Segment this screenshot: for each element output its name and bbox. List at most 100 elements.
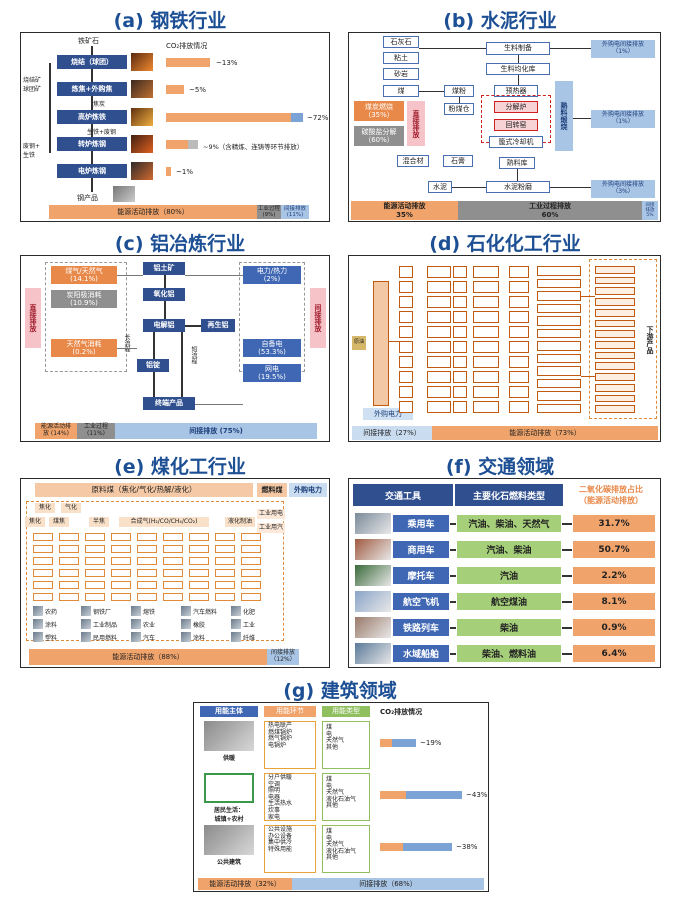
steel-stage-bof: 转炉炼钢 [57,137,127,151]
coal-process-box [137,593,157,601]
cement-step-3: 预热器 [494,85,538,97]
petro-process-box [427,386,451,398]
cement-step-2: 生料均化库 [486,63,550,75]
cement-fuel-label: 煤炭燃烧 （35%） [354,101,404,121]
petro-process-box [509,356,529,368]
alu-left-1: 煤气/天然气 (14.1%) [51,266,117,284]
cement-direct: 直接排放 [407,101,425,146]
petro-process-box [399,266,413,278]
petro-connector [581,376,595,377]
coal-product-photo [181,619,191,629]
petro-process-box [595,298,635,306]
building-table: 供暖热电联产 燃煤锅炉 燃气锅炉 电锅炉煤 电 天然气 其他~19%居民生活： … [194,703,488,891]
transport-vehicle: 摩托车 [393,567,449,584]
cement-buy-power-2: 外购电间接排放 （1%） [591,110,655,128]
coal-row1-5: 合成气(H₂/CO/CH₄/CO₂) [119,517,209,527]
petro-process-box [473,311,499,323]
steel-co2-title: CO₂排放情况 [166,42,208,50]
coal-product-photo [231,632,241,642]
coal-process-box [33,557,53,565]
coal-process-box [163,569,183,577]
building-subject: 供暖 [222,755,235,762]
transport-photo [355,565,391,586]
building-pct: ~19% [420,739,442,747]
alu-left-2: 炭阳极消耗 (10.9%) [51,290,117,308]
steel-bar-2 [166,85,184,94]
alu-flow-ingot: 铝锭 [137,359,169,372]
cement-coal: 煤 [383,85,419,97]
cement-raw-2: 粘土 [383,52,419,64]
alu-right-1: 电力/热力 (2%) [243,266,301,284]
petro-process-box [537,391,581,401]
petro-process-box [537,353,581,363]
coal-process-box [189,533,209,541]
steel-side-1: 烧结矿 球团矿 [23,77,42,93]
transport-arrow-1 [450,627,456,629]
petro-process-box [509,371,529,383]
coal-process-grid: 农药钢铁厂熔铁汽车燃料化肥涂料工业制品农业橡胶工业塑料民用燃料汽车涂料纤维 [21,479,329,667]
coal-product-label: 工业制品 [93,622,118,629]
steel-photo-4 [131,135,153,153]
petro-process-box [473,266,499,278]
coal-product-label: 农业 [143,622,156,629]
cement-bottom-indirect: 间接 排放 5% [642,201,658,220]
transport-fuel: 航空煤油 [457,593,561,610]
cement-label: 水泥 [428,181,452,193]
coal-process-box [59,581,79,589]
building-bottom-indirect: 间接排放（68%） [292,878,484,890]
coal-product-photo [33,632,43,642]
transport-photo [355,617,391,638]
transport-fuel: 汽油、柴油、天然气 [457,515,561,532]
petro-process-box [399,371,413,383]
petro-process-box [473,401,499,413]
steel-photo-3 [131,108,153,126]
transport-share: 6.4% [573,645,655,662]
alu-indirect: 间接排放 [310,288,326,348]
transport-arrow-1 [450,549,456,551]
steel-bar-1 [166,58,210,67]
transport-header-vehicle: 交通工具 [353,484,453,506]
coal-product-photo [81,632,91,642]
building-subject: 居民生活： 城镇+农村 [213,807,244,823]
petro-process-box [509,386,529,398]
steel-stage-eaf: 电炉炼钢 [57,164,127,178]
building-steps-bg [264,721,316,769]
coal-process-box [163,593,183,601]
alu-flow-recycled: 再生铝 [201,319,235,332]
coal-row1-4: 半焦 [89,517,109,527]
building-bar-energy [380,739,392,747]
building-types: 煤 电 天然气 液化石油气 其他 [326,776,357,810]
coal-product-label: 纤维 [243,635,256,642]
petro-process-box [399,311,413,323]
coal-product-label: 涂料 [193,635,206,642]
coal-power: 外购电力 [289,483,327,497]
petro-process-box [537,303,581,313]
coal-row1-6: 液化制油 [225,517,255,527]
panel-petrochem: 原油 外购电力 下游产品 间接排放（27%） 能源活动排放（73%） [348,255,661,442]
coal-process-box [85,593,105,601]
petro-process-box [595,276,635,285]
petro-connector [581,296,595,297]
coal-product-label: 熔铁 [143,609,156,616]
transport-vehicle: 乘用车 [393,515,449,532]
coal-process-box [59,557,79,565]
cement-material-1: 混合材 [397,155,429,167]
petro-process-box [473,296,499,308]
coal-product-photo [181,632,191,642]
petro-process-box [453,386,467,398]
transport-photo [355,591,391,612]
transport-photo [355,643,391,664]
petro-process-box [595,330,635,338]
title-coalchem: (e) 煤化工行业 [114,456,246,478]
alu-right-2: 自备电 (53.3%) [243,339,301,357]
title-transport: (f) 交通领域 [445,456,555,478]
steel-photo-6 [113,186,135,202]
building-steps: 热电联产 燃煤锅炉 燃气锅炉 电锅炉 [268,722,293,749]
transport-fuel: 柴油、燃料油 [457,645,561,662]
building-bar-indirect [403,843,452,851]
coal-process-box [189,545,209,553]
transport-arrow-1 [450,653,456,655]
coal-process-box [163,557,183,565]
petro-process-box [509,311,529,323]
transport-vehicle: 水域船舶 [393,645,449,662]
